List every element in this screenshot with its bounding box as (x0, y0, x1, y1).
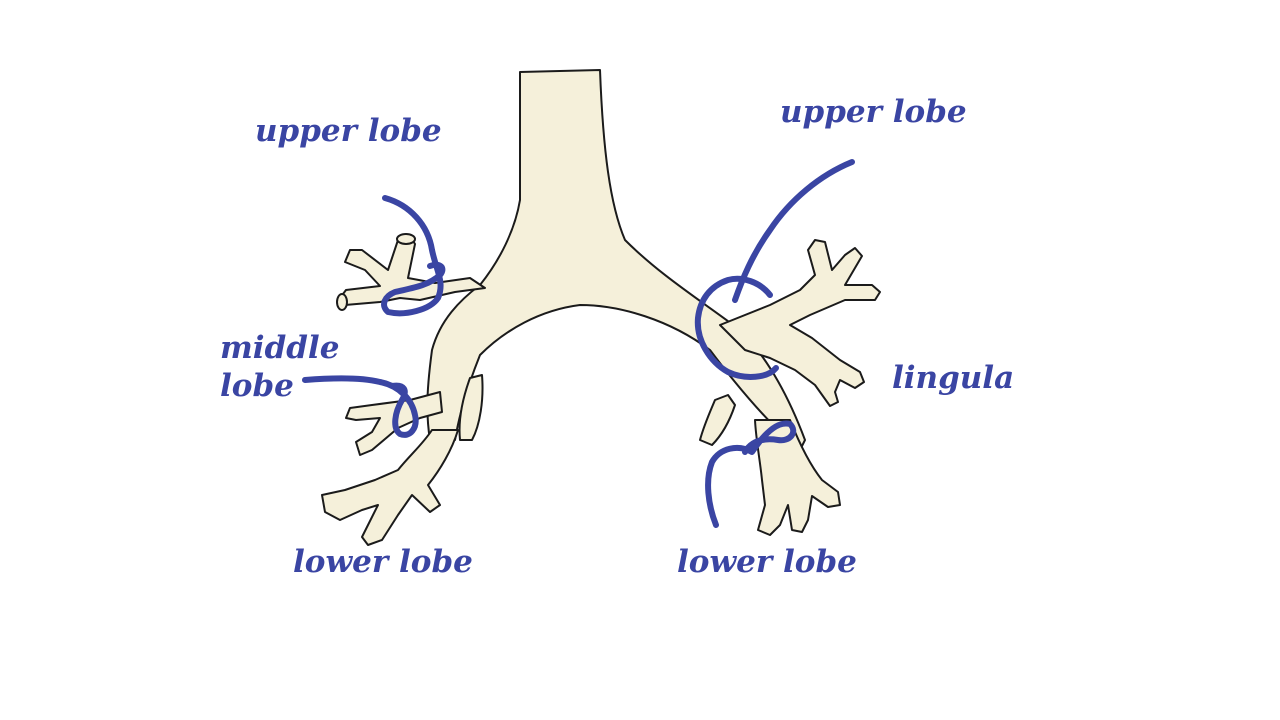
left-lower-lobe-bronchus (754, 419, 841, 536)
lingula-marker (694, 275, 779, 380)
left-upper-lobe-label: upper lobe (780, 94, 967, 130)
right-upper-lobe-marker (381, 195, 446, 317)
lingula-label: lingula (892, 360, 1015, 396)
left-accessory-branch (699, 394, 736, 446)
left-lower-lobe-marker (705, 420, 797, 528)
rul-segment-tip (396, 233, 416, 245)
right-lower-lobe-label: lower lobe (293, 544, 473, 580)
right-middle-lobe-marker (302, 375, 419, 438)
right-accessory-branch (458, 374, 484, 441)
right-upper-lobe-bronchus (339, 235, 486, 306)
middle-lobe-label-line1: middle (220, 330, 340, 366)
left-lower-lobe-label: lower lobe (677, 544, 857, 580)
left-upper-lobe-bronchus (719, 239, 881, 407)
trachea-and-main-bronchi (426, 69, 806, 451)
rul-segment-tip (336, 293, 348, 311)
middle-lobe-label-line2: lobe (220, 368, 294, 404)
right-upper-lobe-label: upper lobe (255, 113, 442, 149)
right-lower-lobe-bronchus (321, 429, 459, 546)
